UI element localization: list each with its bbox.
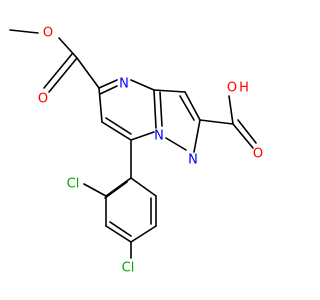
bond-line-7	[130, 79, 155, 91]
bond-line-9	[159, 91, 163, 127]
atom-label-ester-carbonyl-oxygen: O	[38, 92, 48, 107]
bond-line-32	[130, 177, 157, 197]
atom-label-pyrimidine-nitrogen: N	[119, 77, 129, 92]
atom-label-acid-carbonyl-oxygen: O	[253, 147, 263, 162]
bond-layer	[9, 29, 257, 259]
bond-line-15	[184, 91, 201, 121]
bond-line-28	[109, 221, 132, 237]
bond-line-24	[105, 177, 132, 197]
atom-label-bridgehead-nitrogen: N	[154, 129, 164, 144]
bond-line-1	[58, 37, 78, 59]
bond-line-27	[105, 225, 132, 243]
bond-line-13	[130, 131, 155, 141]
bond-line-20	[228, 95, 234, 125]
bond-line-6	[99, 85, 118, 95]
atom-label-acid-hydrogen: H	[239, 81, 249, 96]
bond-line-11	[101, 121, 132, 141]
bond-line-17	[193, 119, 201, 153]
bond-line-5	[98, 79, 118, 89]
bond-line-19	[199, 119, 234, 125]
bond-line-22	[237, 119, 257, 144]
chemical-structure-diagram: O O N N N O H O Cl Cl	[9, 26, 263, 276]
bond-line-14	[153, 89, 186, 93]
atom-label-ester-oxygen: O	[43, 26, 53, 41]
bond-line-12	[105, 117, 132, 135]
bond-line-25	[104, 181, 128, 199]
atom-label-ortho-chlorine: Cl	[67, 177, 80, 192]
atom-label-para-chlorine: Cl	[122, 261, 135, 276]
bond-line-8	[153, 89, 157, 129]
bond-line-2	[48, 57, 78, 93]
molecule-canvas: O O N N N O H O Cl Cl	[9, 25, 264, 276]
bond-line-10	[98, 87, 103, 123]
bond-line-0	[9, 29, 39, 34]
atom-label-acid-hydroxyl-oxygen: O	[227, 81, 237, 96]
atom-label-pyrazole-nitrogen: N	[188, 153, 198, 168]
bond-line-3	[43, 53, 73, 89]
bond-line-16	[179, 95, 195, 121]
bond-line-21	[232, 123, 254, 149]
bond-line-18	[165, 137, 187, 151]
bond-line-4	[76, 57, 100, 89]
bond-line-33	[83, 183, 107, 197]
bond-line-29	[130, 225, 157, 243]
